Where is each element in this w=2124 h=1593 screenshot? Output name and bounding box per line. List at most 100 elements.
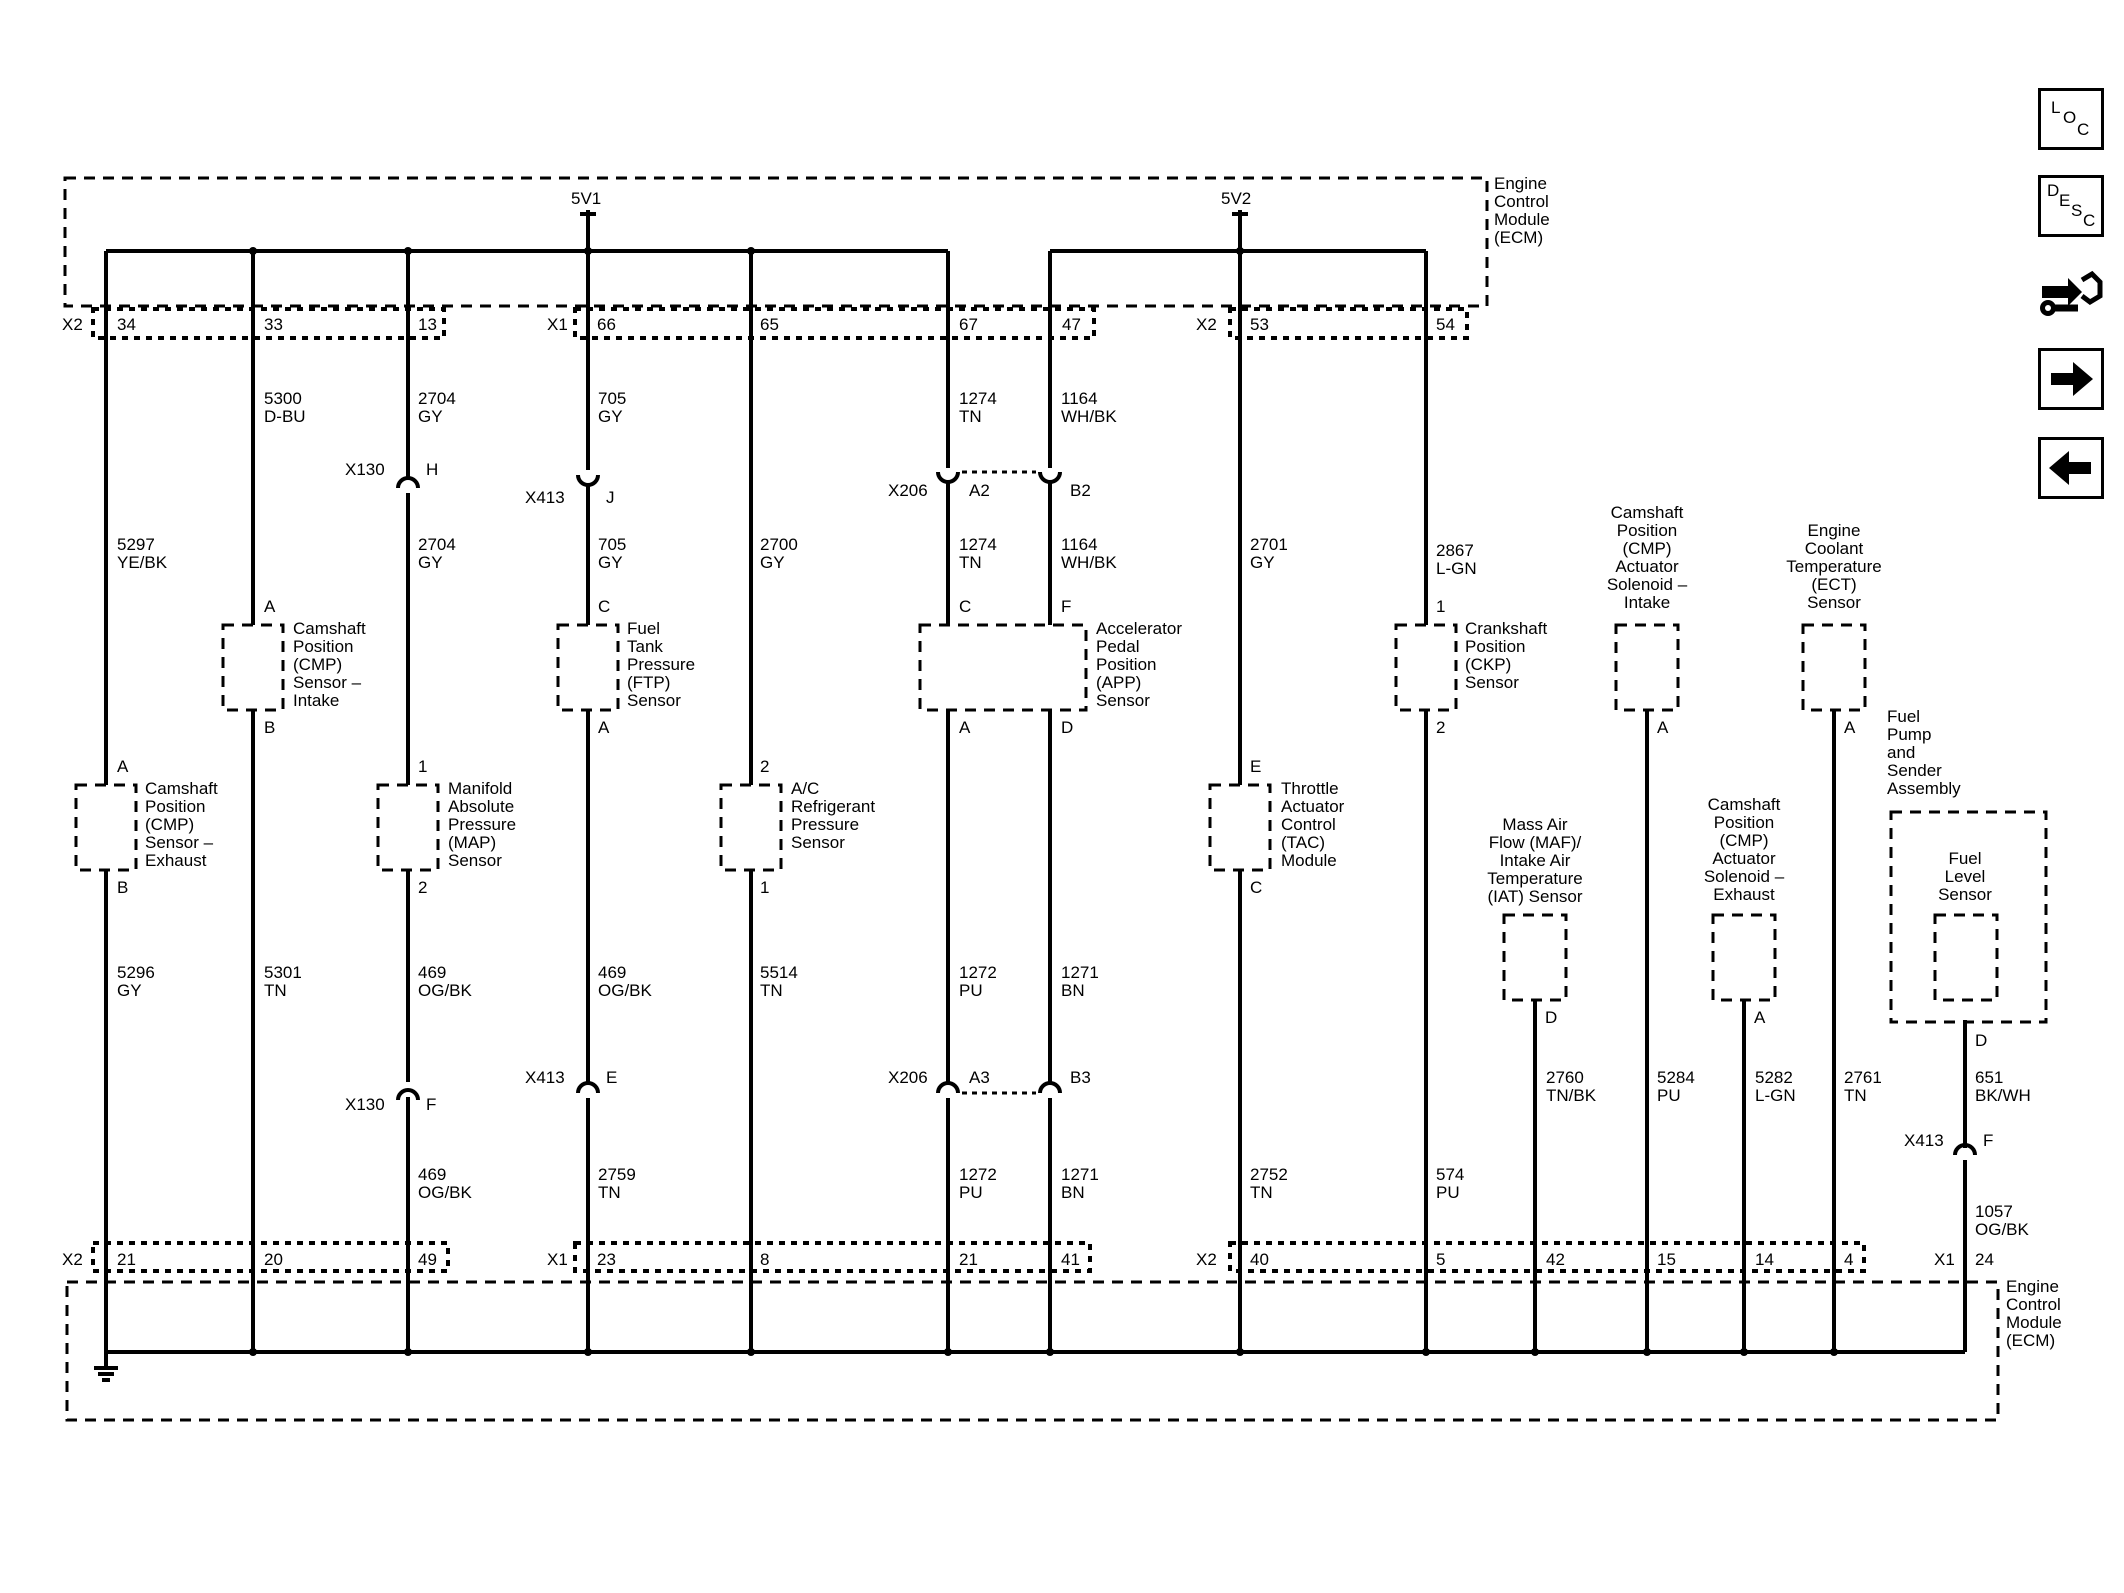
wire-circuit: 5301 bbox=[264, 963, 302, 982]
wire-circuit: 1272 bbox=[959, 963, 997, 982]
wire-circuit: 705 bbox=[598, 535, 626, 554]
bottom-pin: 42 bbox=[1546, 1250, 1565, 1269]
pin-label: 1 bbox=[418, 757, 427, 776]
bottom-pin: 20 bbox=[264, 1250, 283, 1269]
wire-color: OG/BK bbox=[598, 981, 653, 1000]
wire-labels: 5297 YE/BK 5296 GY 5300 D-BU 5301 TN 270… bbox=[117, 389, 2031, 1239]
next-button[interactable] bbox=[2038, 348, 2104, 410]
ecm-top-label-4: (ECM) bbox=[1494, 228, 1543, 247]
pin-label: A bbox=[1844, 718, 1856, 737]
component-label: (MAP) bbox=[448, 833, 496, 852]
previous-button[interactable] bbox=[2038, 437, 2104, 499]
wire-color: GY bbox=[117, 981, 142, 1000]
bottom-pin: 40 bbox=[1250, 1250, 1269, 1269]
component-label: Coolant bbox=[1805, 539, 1864, 558]
component-label: Pump bbox=[1887, 725, 1931, 744]
component-label: (ECT) bbox=[1811, 575, 1856, 594]
bottom-pin: 21 bbox=[117, 1250, 136, 1269]
pin-label: B bbox=[117, 878, 128, 897]
vertical-wires bbox=[94, 251, 1967, 1382]
component-label: (APP) bbox=[1096, 673, 1141, 692]
component-label: (CKP) bbox=[1465, 655, 1511, 674]
wire-color: OG/BK bbox=[1975, 1220, 2030, 1239]
wire-circuit: 2752 bbox=[1250, 1165, 1288, 1184]
connector-wrench-button[interactable] bbox=[2038, 266, 2104, 332]
x413-pin: E bbox=[606, 1068, 617, 1087]
loc-letter: C bbox=[2077, 120, 2089, 139]
ecm-top-label-3: Module bbox=[1494, 210, 1550, 229]
loc-icon: L O C bbox=[2051, 98, 2089, 139]
wire-color: BN bbox=[1061, 1183, 1085, 1202]
component-label: Position bbox=[145, 797, 205, 816]
ecm-bottom-module: Engine Control Module (ECM) bbox=[65, 1277, 2062, 1422]
tac-module: E C Throttle Actuator Control (TAC) Modu… bbox=[1208, 757, 1345, 897]
wire-circuit: 651 bbox=[1975, 1068, 2003, 1087]
component-label: (CMP) bbox=[145, 815, 194, 834]
cmp-actuator-solenoid-intake: A Camshaft Position (CMP) Actuator Solen… bbox=[1607, 503, 1688, 737]
wire-circuit: 2701 bbox=[1250, 535, 1288, 554]
top-connector-x1: X1 bbox=[547, 315, 568, 334]
bottom-connector-x2-b: X2 bbox=[1196, 1250, 1217, 1269]
wire-color: BN bbox=[1061, 981, 1085, 1000]
component-label: (CMP) bbox=[1719, 831, 1768, 850]
ecm-top-label-2: Control bbox=[1494, 192, 1549, 211]
loc-button[interactable]: L O C bbox=[2038, 88, 2104, 150]
wire-circuit: 705 bbox=[598, 389, 626, 408]
x413-pin: J bbox=[606, 488, 615, 507]
wire-color: TN bbox=[1844, 1086, 1867, 1105]
wire-circuit: 5282 bbox=[1755, 1068, 1793, 1087]
wire-circuit: 2759 bbox=[598, 1165, 636, 1184]
bottom-pin: 4 bbox=[1844, 1250, 1853, 1269]
wire-circuit: 1164 bbox=[1061, 389, 1098, 408]
cmp-actuator-solenoid-exhaust: A Camshaft Position (CMP) Actuator Solen… bbox=[1704, 795, 1785, 1027]
pin-label: A bbox=[117, 757, 129, 776]
maf-iat-sensor: D Mass Air Flow (MAF)/ Intake Air Temper… bbox=[1487, 815, 1583, 1027]
wire-color: WH/BK bbox=[1061, 553, 1117, 572]
inline-connector-x413-f: X413 F bbox=[1904, 1131, 1993, 1172]
desc-letter: E bbox=[2059, 191, 2070, 210]
wire-color: TN bbox=[1250, 1183, 1273, 1202]
wire-circuit: 2704 bbox=[418, 389, 456, 408]
component-label: Position bbox=[1096, 655, 1156, 674]
wire-circuit: 5514 bbox=[760, 963, 798, 982]
wire-circuit: 1272 bbox=[959, 1165, 997, 1184]
app-sensor: C F A D Accelerator Pedal Position (APP)… bbox=[918, 597, 1182, 737]
component-label: Sensor bbox=[1938, 885, 1992, 904]
pin-label: 1 bbox=[1436, 597, 1445, 616]
component-label: Tank bbox=[627, 637, 663, 656]
ac-refrigerant-pressure-sensor: 2 1 A/C Refrigerant Pressure Sensor bbox=[719, 757, 875, 897]
desc-icon: D E S C bbox=[2047, 181, 2095, 230]
fuel-level-sensor: D Fuel Level Sensor bbox=[1933, 849, 1999, 1050]
inline-connector-x206-bottom: X206 A3 B3 bbox=[888, 1068, 1091, 1110]
inline-connector-x206-top: X206 A2 B2 bbox=[888, 458, 1091, 500]
wire-circuit: 1271 bbox=[1061, 1165, 1099, 1184]
component-label: Pressure bbox=[448, 815, 516, 834]
desc-letter: D bbox=[2047, 181, 2059, 200]
top-pin: 65 bbox=[760, 315, 779, 334]
wire-circuit: 574 bbox=[1436, 1165, 1464, 1184]
wire-color: OG/BK bbox=[418, 1183, 473, 1202]
component-label: Temperature bbox=[1786, 557, 1881, 576]
component-label: Sensor bbox=[791, 833, 845, 852]
top-connectors: X2 X1 X2 34 33 13 66 65 67 47 53 54 bbox=[62, 307, 1469, 340]
component-label: Assembly bbox=[1887, 779, 1961, 798]
wire-color: GY bbox=[1250, 553, 1275, 572]
bottom-pin: 15 bbox=[1657, 1250, 1676, 1269]
bottom-pin: 21 bbox=[959, 1250, 978, 1269]
component-label: Sensor – bbox=[145, 833, 214, 852]
component-label: Sensor bbox=[1096, 691, 1150, 710]
pin-label: 2 bbox=[418, 878, 427, 897]
wire-color: GY bbox=[418, 553, 443, 572]
component-label: Throttle bbox=[1281, 779, 1339, 798]
pin-label: C bbox=[1250, 878, 1262, 897]
component-label: A/C bbox=[791, 779, 819, 798]
component-label: (TAC) bbox=[1281, 833, 1325, 852]
desc-button[interactable]: D E S C bbox=[2038, 175, 2104, 237]
bottom-pin: 5 bbox=[1436, 1250, 1445, 1269]
wire-circuit: 2704 bbox=[418, 535, 456, 554]
wire-circuit: 2700 bbox=[760, 535, 798, 554]
bottom-pin: 49 bbox=[418, 1250, 437, 1269]
wire-color: GY bbox=[598, 407, 623, 426]
wire-color: GY bbox=[598, 553, 623, 572]
wire-circuit: 2867 bbox=[1436, 541, 1474, 560]
